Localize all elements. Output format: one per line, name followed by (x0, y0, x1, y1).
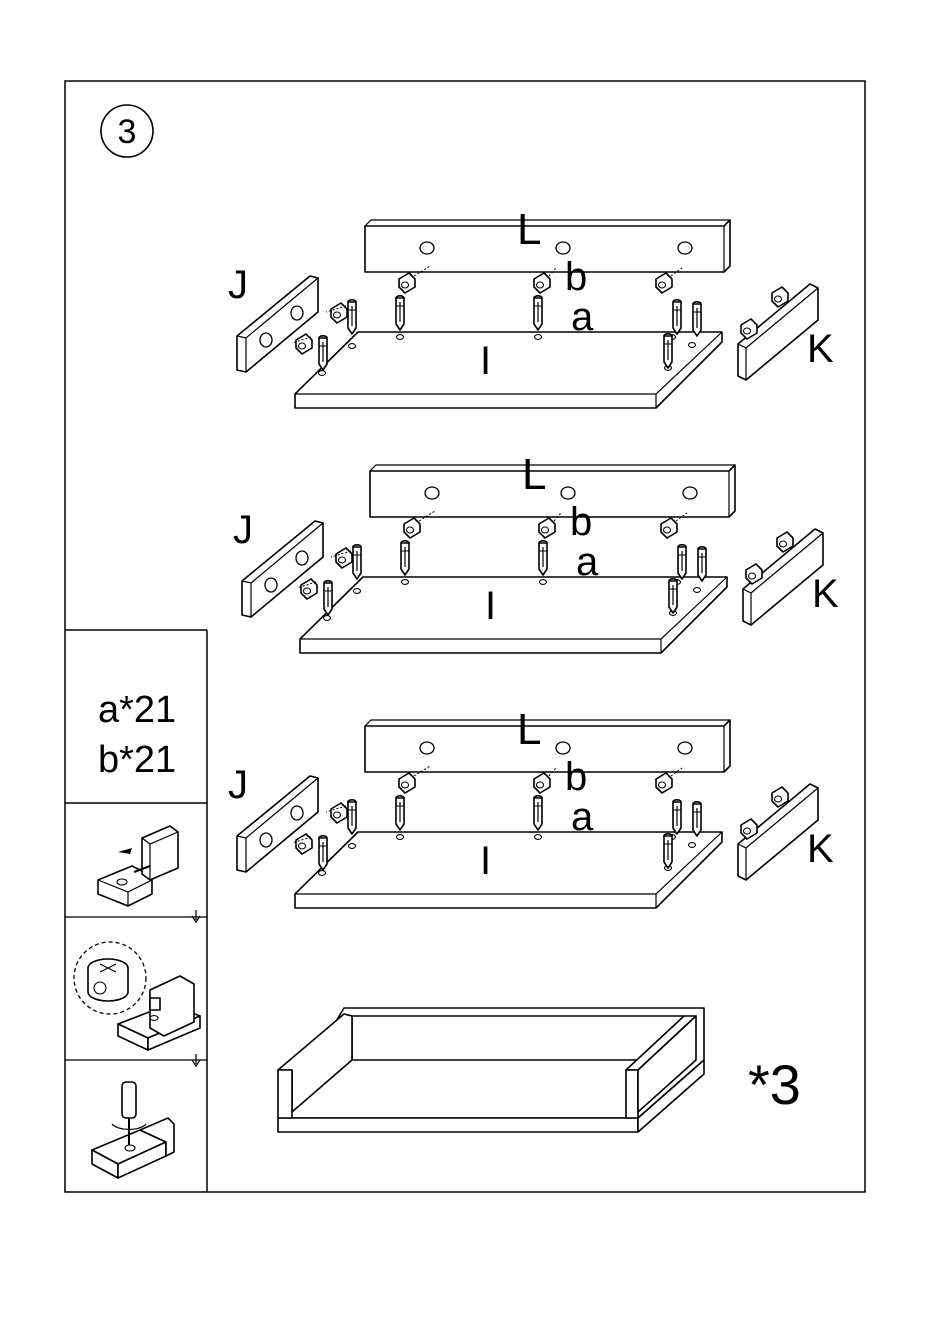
panel-l (365, 720, 730, 772)
insert-cam-lock-icon (98, 826, 178, 906)
dowel-a (324, 581, 332, 615)
step-number-badge: 3 (101, 105, 153, 157)
cam-lock-b (297, 579, 317, 599)
exploded-assembly: L J K Iba (233, 450, 839, 653)
label-cam-b: b (565, 255, 587, 299)
multiplier-label: *3 (748, 1053, 801, 1116)
step-number: 3 (118, 113, 137, 151)
dowel-a (348, 300, 356, 334)
dowel-a (534, 796, 542, 830)
dowel-a (319, 336, 327, 370)
label-panel-k: K (812, 572, 839, 616)
label-panel-j: J (228, 263, 248, 307)
label-panel-l: L (517, 205, 541, 254)
panel-i (295, 832, 722, 908)
panel-j (237, 776, 318, 872)
dowel-a (396, 796, 404, 830)
dowel-a (319, 836, 327, 870)
label-panel-j: J (233, 508, 253, 552)
dowel-a (693, 802, 701, 836)
cam-lock-detail-icon (74, 942, 200, 1050)
dowel-a (698, 547, 706, 581)
cam-lock-b (292, 834, 312, 854)
cam-lock-b (292, 334, 312, 354)
parts-list-line-2: b*21 (98, 739, 176, 781)
label-panel-i: I (480, 339, 491, 383)
dowel-a (401, 541, 409, 575)
label-panel-j: J (228, 763, 248, 807)
cam-lock-b (326, 803, 347, 823)
parts-list-line-1: a*21 (98, 689, 176, 731)
dowel-a (678, 545, 686, 579)
dowel-a (539, 541, 547, 575)
label-dowel-a: a (576, 540, 599, 584)
exploded-assembly: L J K Iba (228, 205, 834, 408)
sidebar: a*21 b*21 (65, 630, 207, 1192)
dowel-a (669, 579, 677, 613)
dowel-a (534, 296, 542, 330)
parts-list: a*21 b*21 (98, 689, 176, 781)
dowel-a (396, 296, 404, 330)
dowel-a (353, 545, 361, 579)
exploded-assembly: L J K Iba (228, 705, 834, 908)
dowel-a (693, 302, 701, 336)
label-panel-l: L (522, 450, 546, 499)
dowel-a (664, 834, 672, 868)
label-cam-b: b (565, 755, 587, 799)
cam-lock-b (331, 548, 352, 568)
arrow-down-icon (192, 910, 200, 922)
panel-j (237, 276, 318, 372)
panel-l (365, 220, 730, 272)
label-panel-i: I (485, 584, 496, 628)
panel-i (295, 332, 722, 408)
screwdriver-tighten-icon (92, 1082, 174, 1178)
dowel-a (673, 300, 681, 334)
label-panel-k: K (807, 327, 834, 371)
label-dowel-a: a (571, 795, 594, 839)
panel-l (370, 465, 735, 517)
label-panel-i: I (480, 839, 491, 883)
label-panel-k: K (807, 827, 834, 871)
cam-lock-b (326, 303, 347, 323)
dowel-a (348, 800, 356, 834)
assembled-shelf-unit (278, 1008, 704, 1132)
panel-i (300, 577, 727, 653)
label-panel-l: L (517, 705, 541, 754)
dowel-a (664, 334, 672, 368)
dowel-a (673, 800, 681, 834)
panel-j (242, 521, 323, 617)
label-cam-b: b (570, 500, 592, 544)
label-dowel-a: a (571, 295, 594, 339)
